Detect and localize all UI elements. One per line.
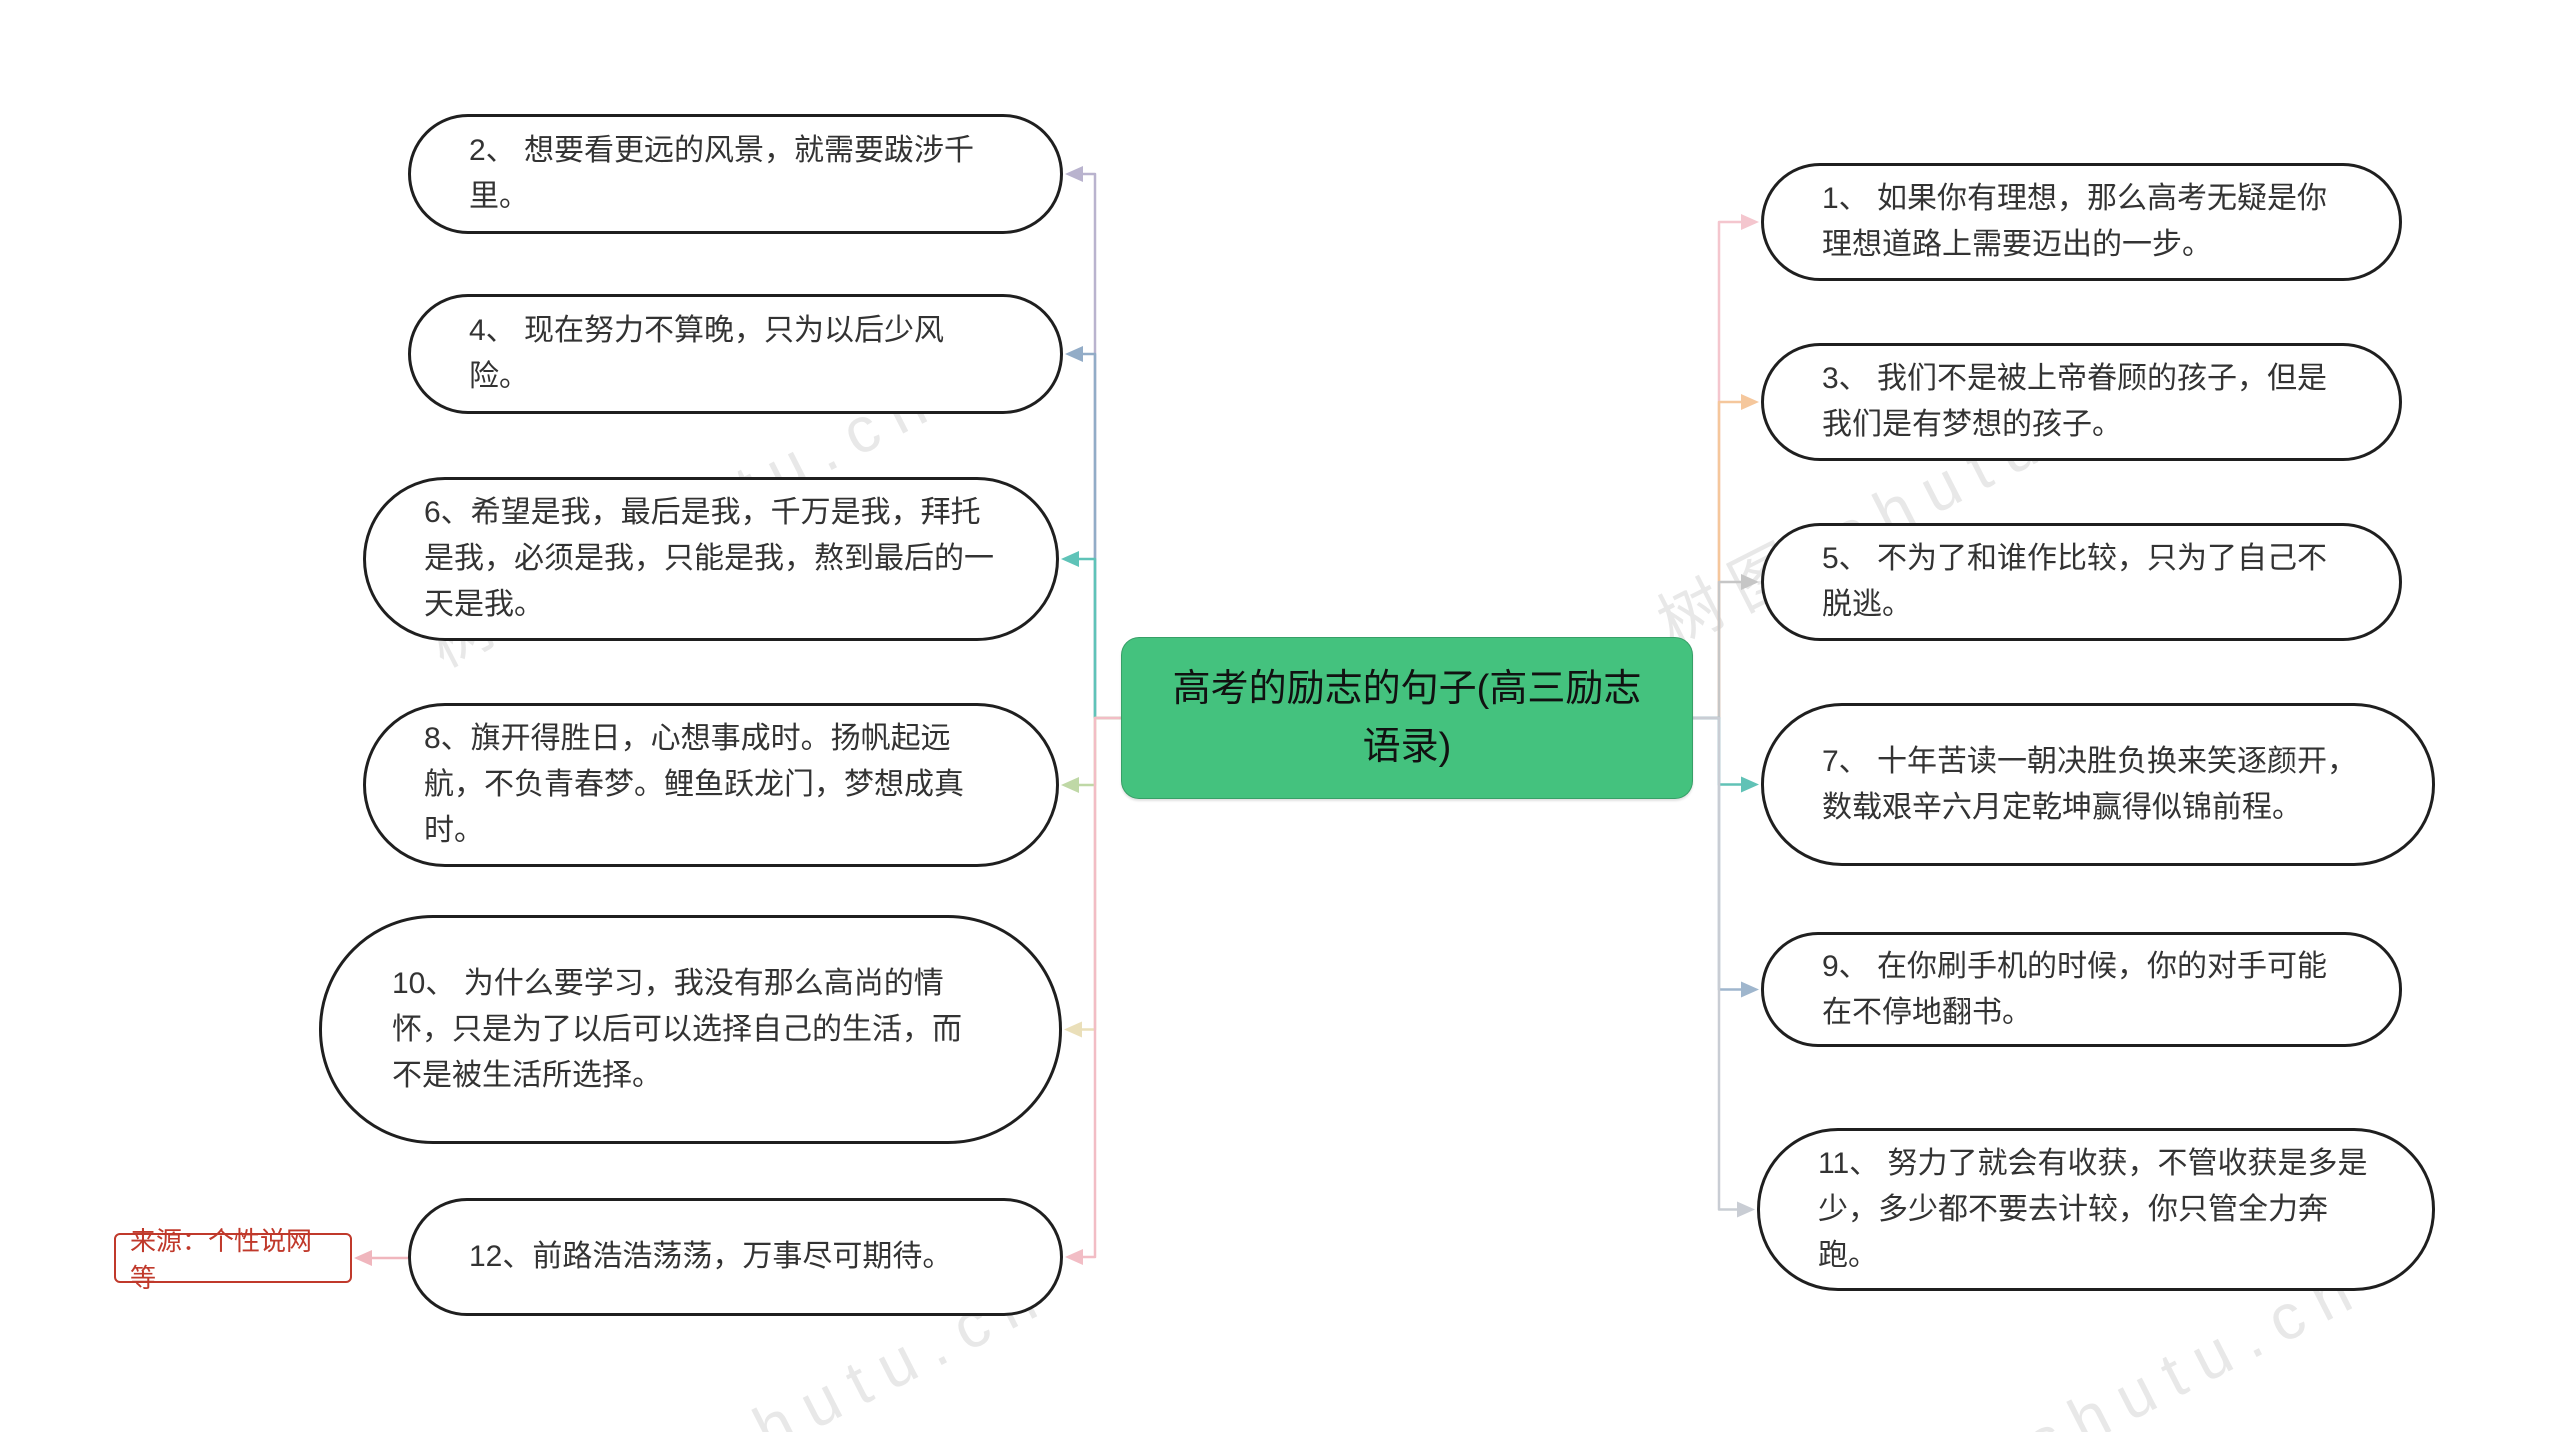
node-text: 2、 想要看更远的风景，就需要跋涉千里。 [469, 134, 975, 213]
node-text: 9、 在你刷手机的时候，你的对手可能在不停地翻书。 [1822, 949, 2328, 1029]
node-text: 3、 我们不是被上帝眷顾的孩子，但是我们是有梦想的孩子。 [1822, 362, 2328, 441]
mindmap-node-quote-6[interactable]: 6、希望是我，最后是我，千万是我，拜托是我，必须是我，只能是我，熬到最后的一天是… [363, 477, 1059, 641]
mindmap-node-quote-5[interactable]: 5、 不为了和谁作比较，只为了自己不脱逃。 [1761, 523, 2402, 641]
mindmap-node-quote-10[interactable]: 10、 为什么要学习，我没有那么高尚的情怀，只是为了以后可以选择自己的生活，而不… [319, 915, 1062, 1144]
node-text: 11、 努力了就会有收获，不管收获是多是少，多少都不要去计较，你只管全力奔跑。 [1818, 1146, 2368, 1272]
mindmap-node-quote-2[interactable]: 2、 想要看更远的风景，就需要跋涉千里。 [408, 114, 1063, 234]
mindmap-node-quote-7[interactable]: 7、 十年苦读一朝决胜负换来笑逐颜开，数载艰辛六月定乾坤赢得似锦前程。 [1761, 703, 2435, 866]
mindmap-node-quote-4[interactable]: 4、 现在努力不算晚，只为以后少风险。 [408, 294, 1063, 414]
mindmap-node-quote-9[interactable]: 9、 在你刷手机的时候，你的对手可能在不停地翻书。 [1761, 932, 2402, 1047]
node-text: 5、 不为了和谁作比较，只为了自己不脱逃。 [1822, 542, 2328, 621]
source-label[interactable]: 来源：个性说网等 [114, 1226, 352, 1293]
mindmap-node-quote-3[interactable]: 3、 我们不是被上帝眷顾的孩子，但是我们是有梦想的孩子。 [1761, 343, 2402, 461]
mindmap-node-quote-8[interactable]: 8、旗开得胜日，心想事成时。扬帆起远航，不负青春梦。鲤鱼跃龙门，梦想成真时。 [363, 703, 1059, 867]
node-text: 12、前路浩浩荡荡，万事尽可期待。 [469, 1240, 953, 1273]
mindmap-node-quote-11[interactable]: 11、 努力了就会有收获，不管收获是多是少，多少都不要去计较，你只管全力奔跑。 [1757, 1128, 2435, 1291]
mindmap-node-quote-12[interactable]: 12、前路浩浩荡荡，万事尽可期待。 [408, 1198, 1063, 1316]
node-text: 10、 为什么要学习，我没有那么高尚的情怀，只是为了以后可以选择自己的生活，而不… [392, 966, 962, 1092]
node-text: 8、旗开得胜日，心想事成时。扬帆起远航，不负青春梦。鲤鱼跃龙门，梦想成真时。 [424, 722, 964, 847]
center-topic-text: 高考的励志的句子(高三励志语录) [1172, 668, 1642, 768]
node-text: 6、希望是我，最后是我，千万是我，拜托是我，必须是我，只能是我，熬到最后的一天是… [424, 496, 994, 621]
node-text: 4、 现在努力不算晚，只为以后少风险。 [469, 314, 945, 393]
source-label-text: 来源：个性说网等 [130, 1226, 313, 1293]
node-text: 7、 十年苦读一朝决胜负换来笑逐颜开，数载艰辛六月定乾坤赢得似锦前程。 [1822, 744, 2358, 824]
mindmap-node-quote-1[interactable]: 1、 如果你有理想，那么高考无疑是你理想道路上需要迈出的一步。 [1761, 163, 2402, 281]
center-topic-node[interactable]: 高考的励志的句子(高三励志语录) [1121, 637, 1693, 799]
node-text: 1、 如果你有理想，那么高考无疑是你理想道路上需要迈出的一步。 [1822, 182, 2328, 261]
